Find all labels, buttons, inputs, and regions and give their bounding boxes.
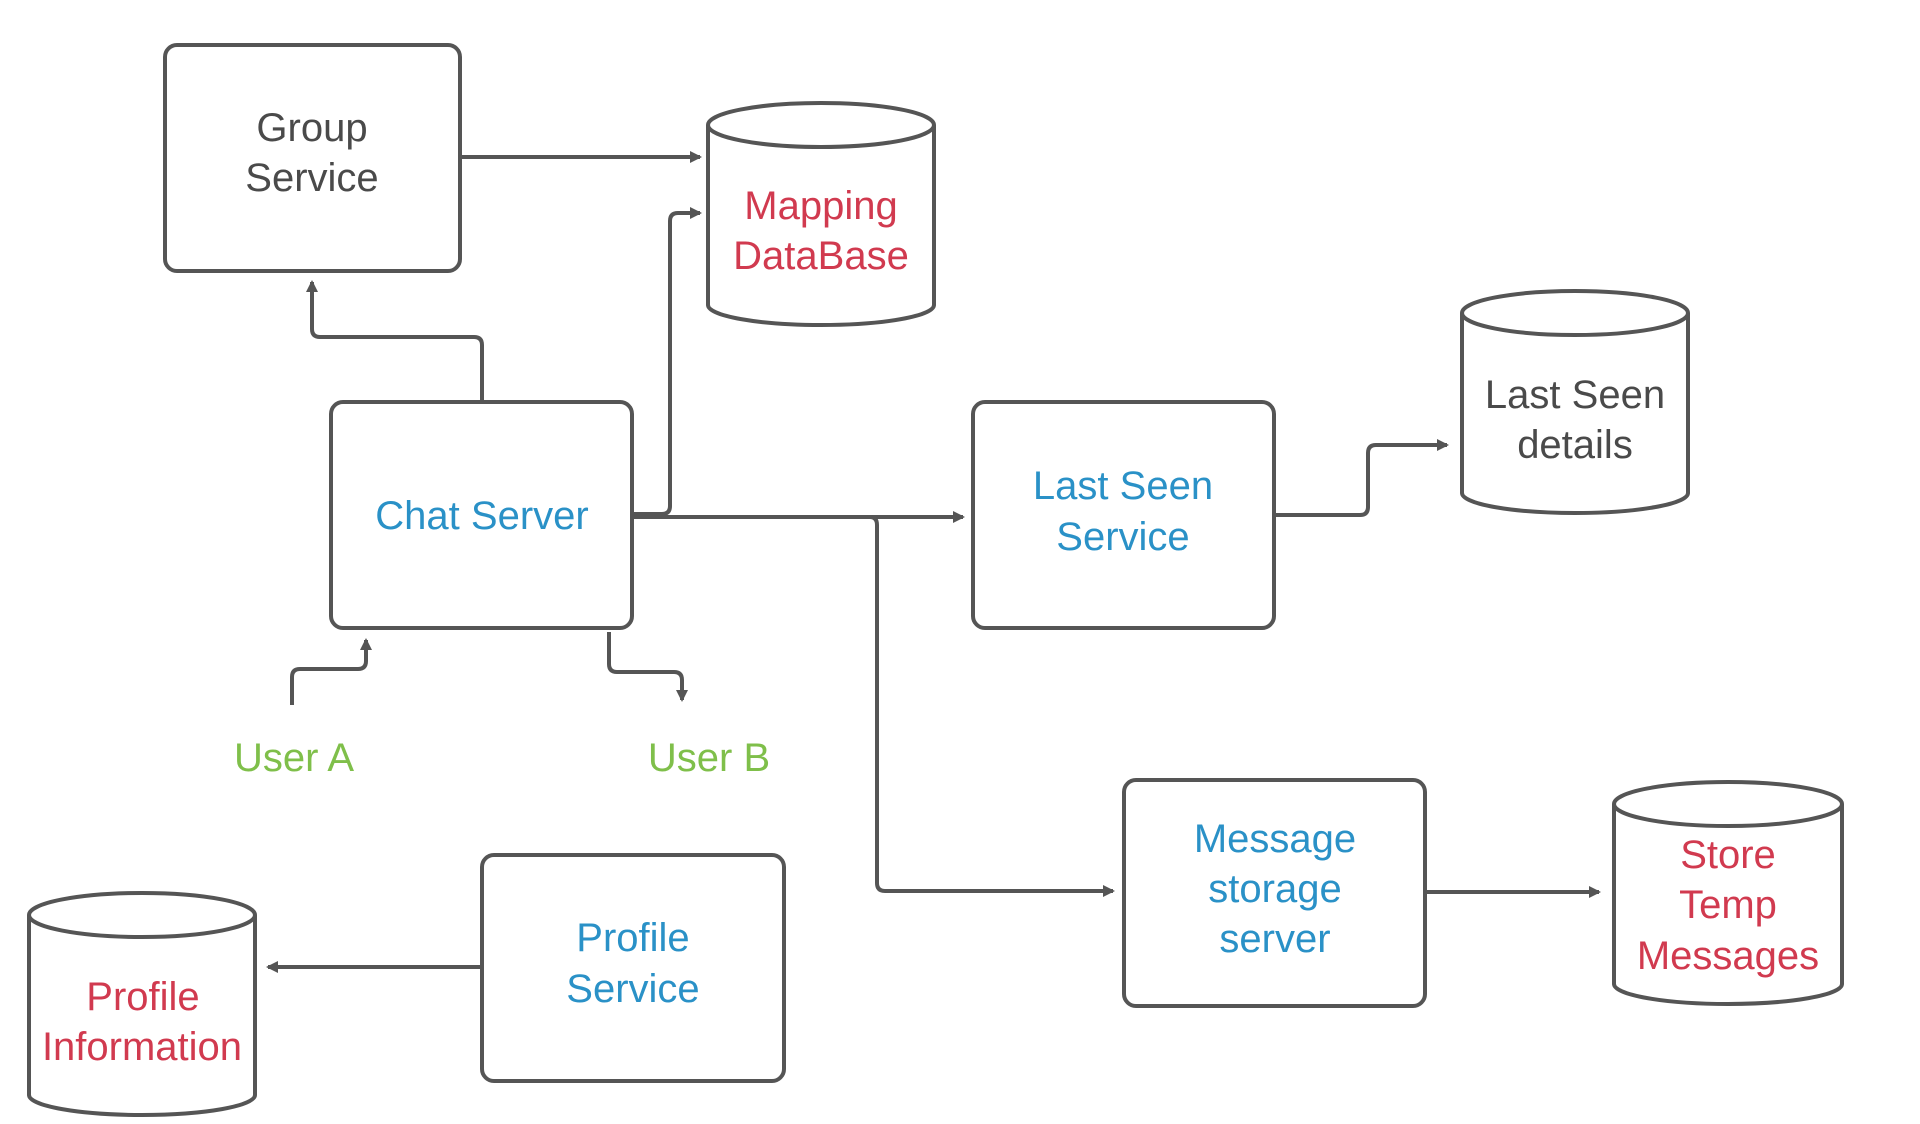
mapping-database-label-line2: DataBase (733, 234, 909, 278)
group-service-node: Group Service (163, 43, 462, 273)
connector-lastseen-to-details (1274, 439, 1449, 517)
last-seen-details-label-line2: details (1517, 423, 1633, 467)
mapping-database-node: Mapping DataBase (706, 101, 936, 327)
chat-server-node: Chat Server (329, 400, 634, 630)
connector-usera-to-chat (290, 638, 372, 705)
profile-service-node: Profile Service (480, 853, 786, 1083)
group-service-box (163, 43, 462, 273)
profile-service-label-line1: Profile (576, 916, 689, 960)
store-temp-messages-top (1612, 780, 1844, 828)
store-temp-messages-body (1612, 804, 1844, 1006)
store-temp-messages-label-line2: Temp (1679, 883, 1777, 927)
last-seen-details-body (1460, 313, 1690, 515)
connector-chat-to-group (306, 280, 484, 402)
last-seen-details-label-line1: Last Seen (1485, 373, 1665, 417)
last-seen-service-node: Last Seen Service (971, 400, 1276, 630)
last-seen-service-label-line2: Service (1056, 515, 1189, 559)
profile-information-label-line2: Information (42, 1025, 242, 1069)
store-temp-messages-node: Store Temp Messages (1612, 780, 1844, 1006)
user-a-label: User A (234, 736, 354, 780)
chat-server-label: Chat Server (375, 494, 588, 538)
mapping-database-top (706, 101, 936, 149)
last-seen-service-label-line1: Last Seen (1033, 464, 1213, 508)
message-storage-label-line3: server (1219, 917, 1330, 961)
mapping-database-body (706, 125, 936, 327)
last-seen-details-node: Last Seen details (1460, 289, 1690, 515)
connector-chat-to-mapping (632, 207, 702, 516)
profile-information-top (27, 891, 257, 939)
user-b-label: User B (648, 736, 770, 780)
profile-information-node: Profile Information (27, 891, 257, 1117)
message-storage-node: Message storage server (1122, 778, 1427, 1008)
store-temp-messages-label-line3: Messages (1637, 934, 1819, 978)
message-storage-label-line2: storage (1208, 867, 1341, 911)
connector-chat-to-message-storage (869, 515, 1115, 897)
profile-information-label-line1: Profile (86, 975, 199, 1019)
store-temp-messages-label-line1: Store (1680, 833, 1776, 877)
last-seen-service-box (971, 400, 1276, 630)
profile-information-body (27, 915, 257, 1117)
mapping-database-label-line1: Mapping (744, 184, 897, 228)
connectors (266, 151, 1601, 973)
message-storage-label-line1: Message (1194, 817, 1356, 861)
group-service-label-line1: Group (256, 106, 367, 150)
message-storage-box (1122, 778, 1427, 1008)
chat-server-box (329, 400, 634, 630)
profile-service-label-line2: Service (566, 967, 699, 1011)
group-service-label-line2: Service (245, 156, 378, 200)
connector-chat-to-userb (607, 632, 688, 702)
profile-service-box (480, 853, 786, 1083)
last-seen-details-top (1460, 289, 1690, 337)
